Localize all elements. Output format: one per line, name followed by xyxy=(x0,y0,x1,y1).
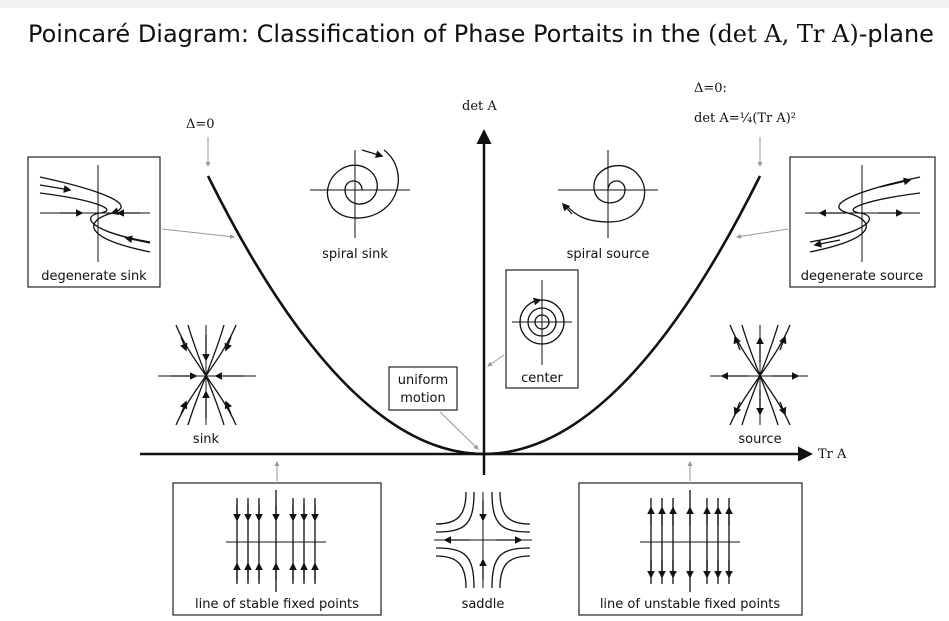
degenerate-sink-portrait xyxy=(39,165,151,262)
degenerate-sink-label: degenerate sink xyxy=(41,269,147,284)
uniform-motion-label-2: motion xyxy=(400,391,446,406)
line-unstable-portrait xyxy=(640,490,740,592)
source-portrait xyxy=(710,324,808,426)
center-portrait xyxy=(512,280,572,365)
saddle-portrait xyxy=(434,491,532,589)
degenerate-source-pointer xyxy=(736,228,789,239)
title-suffix: -plane xyxy=(858,20,934,48)
sink-portrait xyxy=(158,324,256,426)
det-axis-label: det A xyxy=(462,99,497,114)
saddle-label: saddle xyxy=(462,597,505,612)
degenerate-sink-pointer xyxy=(161,228,235,240)
title-text: Poincaré Diagram: Classification of Phas… xyxy=(28,20,709,48)
left-curve-label: Δ=0 xyxy=(186,117,215,132)
title-math: (det A, Tr A) xyxy=(708,20,859,48)
right-curve-label-2: det A=¼(Tr A)² xyxy=(694,111,796,126)
center-pointer xyxy=(487,354,505,367)
tr-axis-label: Tr A xyxy=(818,447,847,462)
sink-label: sink xyxy=(193,432,220,447)
spiral-sink-label: spiral sink xyxy=(322,247,388,262)
line-stable-label: line of stable fixed points xyxy=(195,597,359,612)
discriminant-curve xyxy=(206,175,762,456)
line-unstable-label: line of unstable fixed points xyxy=(600,597,781,612)
right-curve-label-1: Δ=0: xyxy=(694,81,727,96)
top-bar xyxy=(0,0,949,8)
spiral-source-portrait xyxy=(558,150,658,238)
uniform-motion-box xyxy=(388,366,458,411)
spiral-source-label: spiral source xyxy=(567,247,650,262)
degenerate-source-label: degenerate source xyxy=(801,269,923,284)
diagram-title: Poincaré Diagram: Classification of Phas… xyxy=(28,20,949,48)
source-label: source xyxy=(738,432,781,447)
uniform-motion-pointer xyxy=(439,411,479,450)
line-stable-portrait xyxy=(226,490,326,592)
spiral-sink-portrait xyxy=(310,149,410,238)
degenerate-sink-box xyxy=(27,156,161,288)
uniform-motion-label-1: uniform xyxy=(398,373,448,388)
center-label: center xyxy=(521,371,563,386)
degenerate-source-portrait xyxy=(805,165,921,262)
line-stable-box xyxy=(172,482,382,616)
